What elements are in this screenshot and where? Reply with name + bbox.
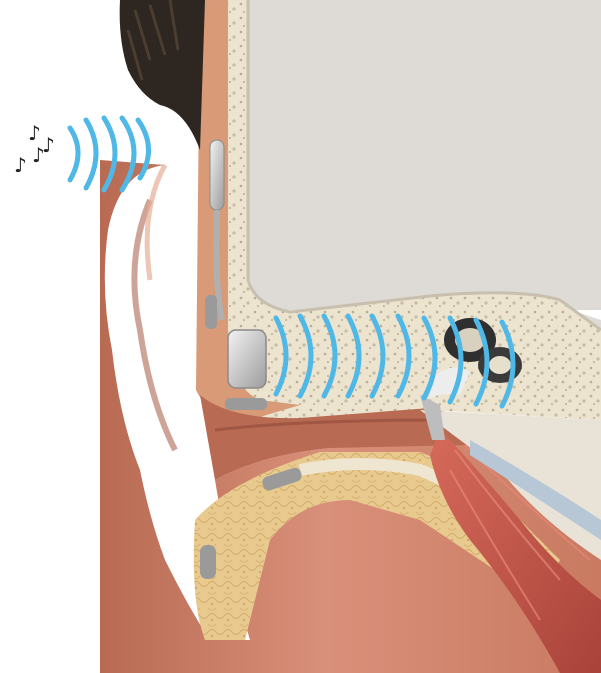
- music-note: ♪: [32, 143, 45, 167]
- hair: [120, 0, 205, 150]
- brain-cavity: [240, 0, 601, 310]
- air-cell: [200, 545, 216, 579]
- sound-wave-icon: [70, 118, 149, 190]
- music-notes-icon: ♪ ♪ ♪ ♪: [14, 121, 55, 177]
- music-note: ♪: [28, 121, 41, 145]
- music-note: ♪: [14, 153, 27, 177]
